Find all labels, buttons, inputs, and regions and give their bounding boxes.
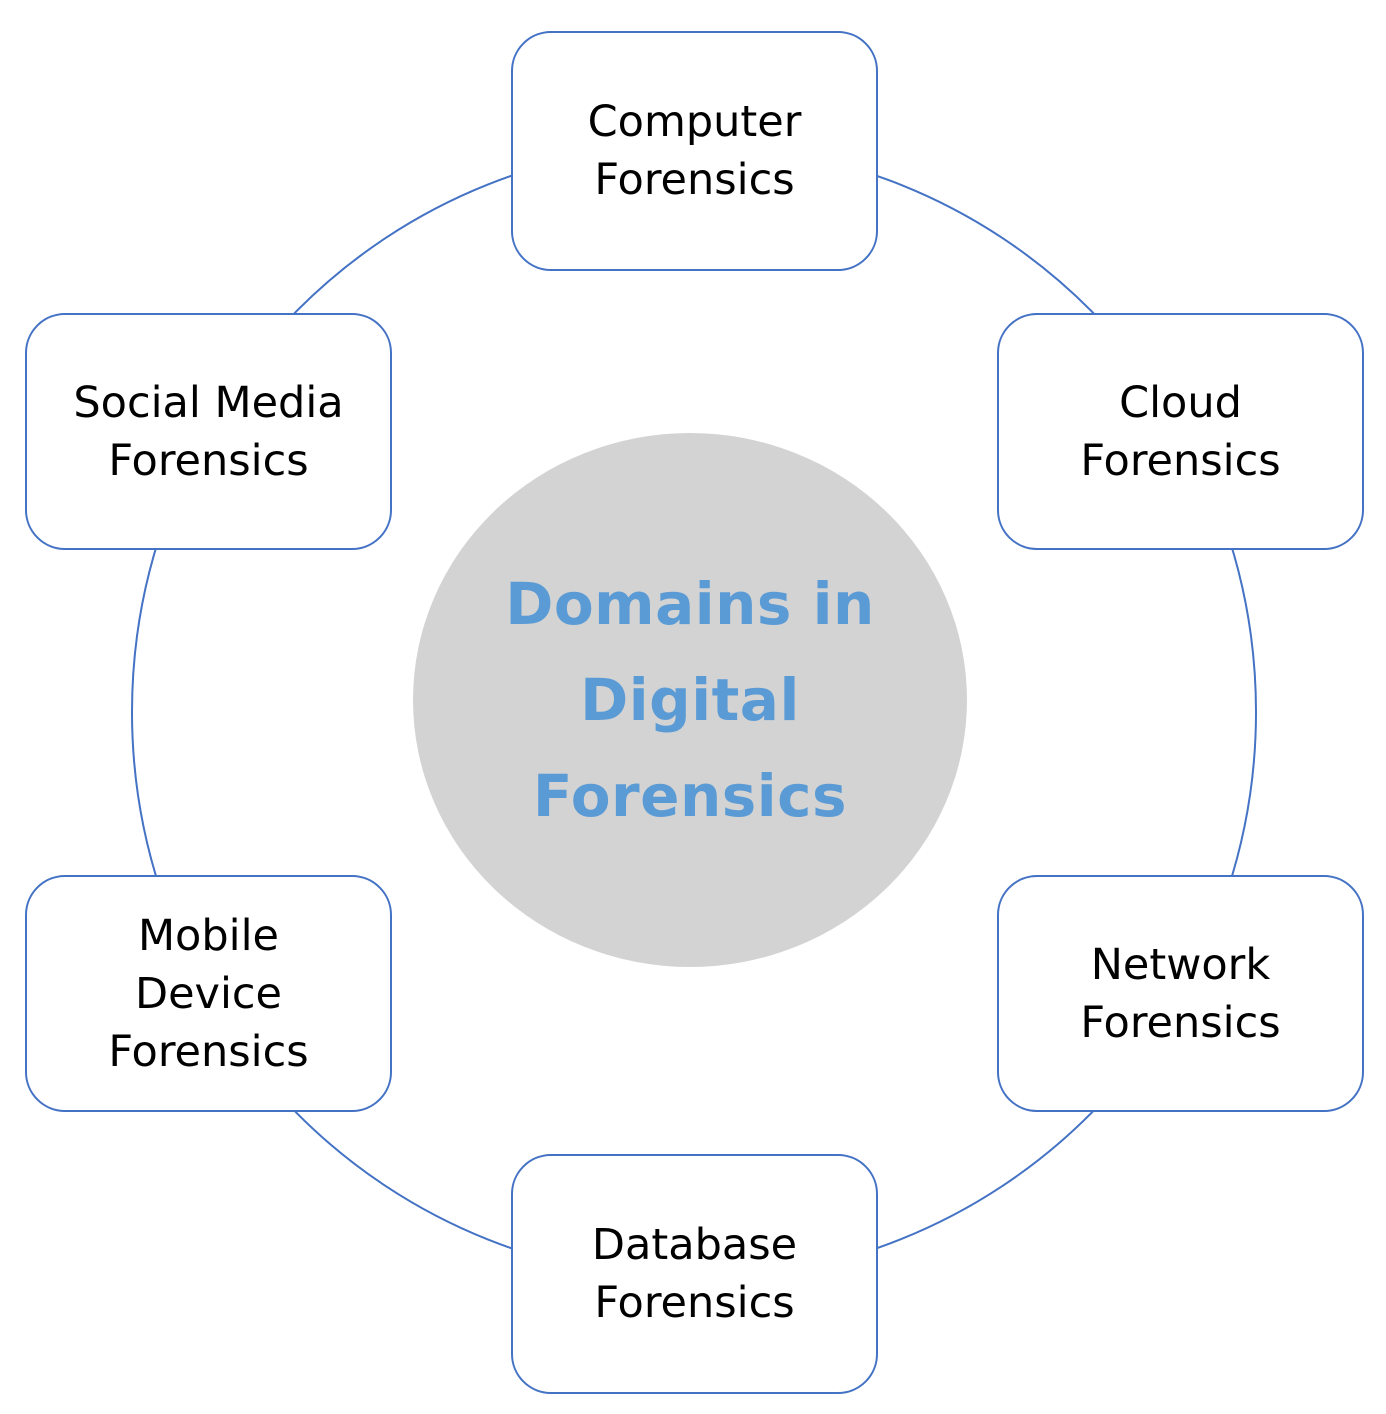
node-label-line: Cloud [1119,377,1242,428]
node-label-line: Mobile [137,910,280,961]
node-mobile-device-forensics: Mobile Device Forensics [25,875,392,1112]
node-label: Social Media Forensics [73,374,343,490]
node-label-line: Forensics [594,155,795,205]
node-label-line: Network [1090,939,1271,990]
node-cloud-forensics: Cloud Forensics [997,313,1364,550]
node-label-line: Database [591,1220,798,1270]
node-label: Network Forensics [1080,936,1280,1052]
node-label-line: Forensics [594,1278,795,1328]
node-label-line: Forensics [1080,435,1281,486]
node-label: Cloud Forensics [1080,374,1280,490]
node-label: Database Forensics [592,1216,797,1332]
node-label-line: Computer [587,97,802,147]
central-topic-circle: Domains in Digital Forensics [413,433,967,967]
central-topic-line: Forensics [532,762,848,830]
node-label-line: Forensics [1080,997,1281,1048]
node-label-line: Forensics [108,435,309,486]
node-label: Mobile Device Forensics [108,907,308,1081]
central-topic-line: Domains in [505,570,875,638]
node-label-line: Forensics [108,1026,309,1077]
node-social-media-forensics: Social Media Forensics [25,313,392,550]
central-topic-label: Domains in Digital Forensics [480,556,900,844]
node-label-line: Social Media [73,377,344,428]
node-label-line: Device [134,968,283,1019]
node-label: Computer Forensics [588,93,802,209]
central-topic-line: Digital [580,666,800,734]
node-network-forensics: Network Forensics [997,875,1364,1112]
node-database-forensics: Database Forensics [511,1154,878,1394]
node-computer-forensics: Computer Forensics [511,31,878,271]
